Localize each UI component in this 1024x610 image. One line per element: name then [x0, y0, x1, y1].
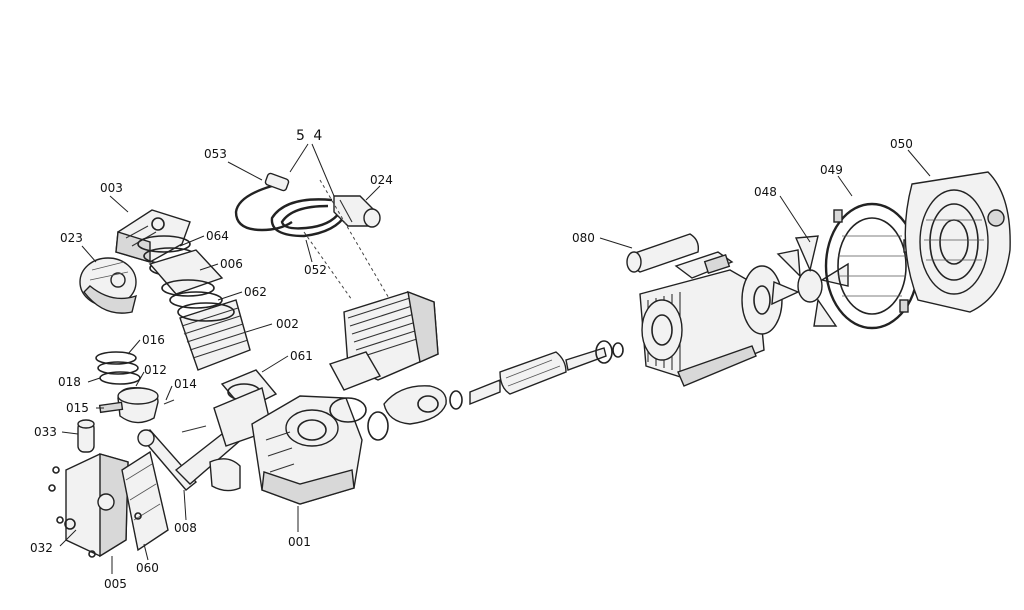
oil-plug-033	[77, 419, 95, 453]
label-052: 052	[304, 263, 327, 277]
label-080: 080	[572, 231, 595, 245]
cylinder-002	[177, 299, 251, 371]
label-016: 016	[142, 333, 165, 347]
label-050: 050	[890, 137, 913, 151]
fan-cover-ring-049	[824, 202, 920, 330]
piston-rings-016-018	[95, 351, 141, 385]
label-54: 5 4	[296, 128, 324, 144]
label-064: 064	[206, 229, 229, 243]
label-015: 015	[66, 401, 89, 415]
label-033: 033	[34, 425, 57, 439]
cover-gasket-060	[121, 450, 169, 552]
motor-housing	[639, 251, 765, 387]
label-003: 003	[100, 181, 123, 195]
tube-053	[234, 172, 293, 232]
label-048: 048	[754, 185, 777, 199]
label-018: 018	[58, 375, 81, 389]
air-filter-023	[79, 257, 137, 314]
label-060: 060	[136, 561, 159, 575]
label-061: 061	[290, 349, 313, 363]
label-005: 005	[104, 577, 127, 591]
part-labels: 003 023 064 006 062 002 061 016 018 012 …	[30, 128, 913, 591]
label-053: 053	[204, 147, 227, 161]
rotor-shaft	[469, 340, 624, 406]
crankcase-001	[251, 395, 367, 505]
label-023: 023	[60, 231, 83, 245]
gasket-stack-064-006	[137, 235, 224, 309]
label-008: 008	[174, 521, 197, 535]
capacitor-080	[626, 233, 700, 273]
label-049: 049	[820, 163, 843, 177]
label-012: 012	[144, 363, 167, 377]
fan-shroud-050	[904, 171, 1011, 313]
label-062: 062	[244, 285, 267, 299]
leader-lines	[59, 143, 931, 574]
bearing-housing	[383, 385, 463, 425]
label-001: 001	[288, 535, 311, 549]
label-014: 014	[174, 377, 197, 391]
gasket-mid	[328, 351, 389, 441]
crankcase-cover-032-005	[48, 453, 129, 558]
cooling-fan-048	[771, 235, 849, 327]
label-032: 032	[30, 541, 53, 555]
label-006: 006	[220, 257, 243, 271]
label-002: 002	[276, 317, 299, 331]
tube-052	[270, 198, 348, 238]
piston-012	[98, 387, 175, 424]
fitting-024	[333, 195, 381, 228]
label-024: 024	[370, 173, 393, 187]
